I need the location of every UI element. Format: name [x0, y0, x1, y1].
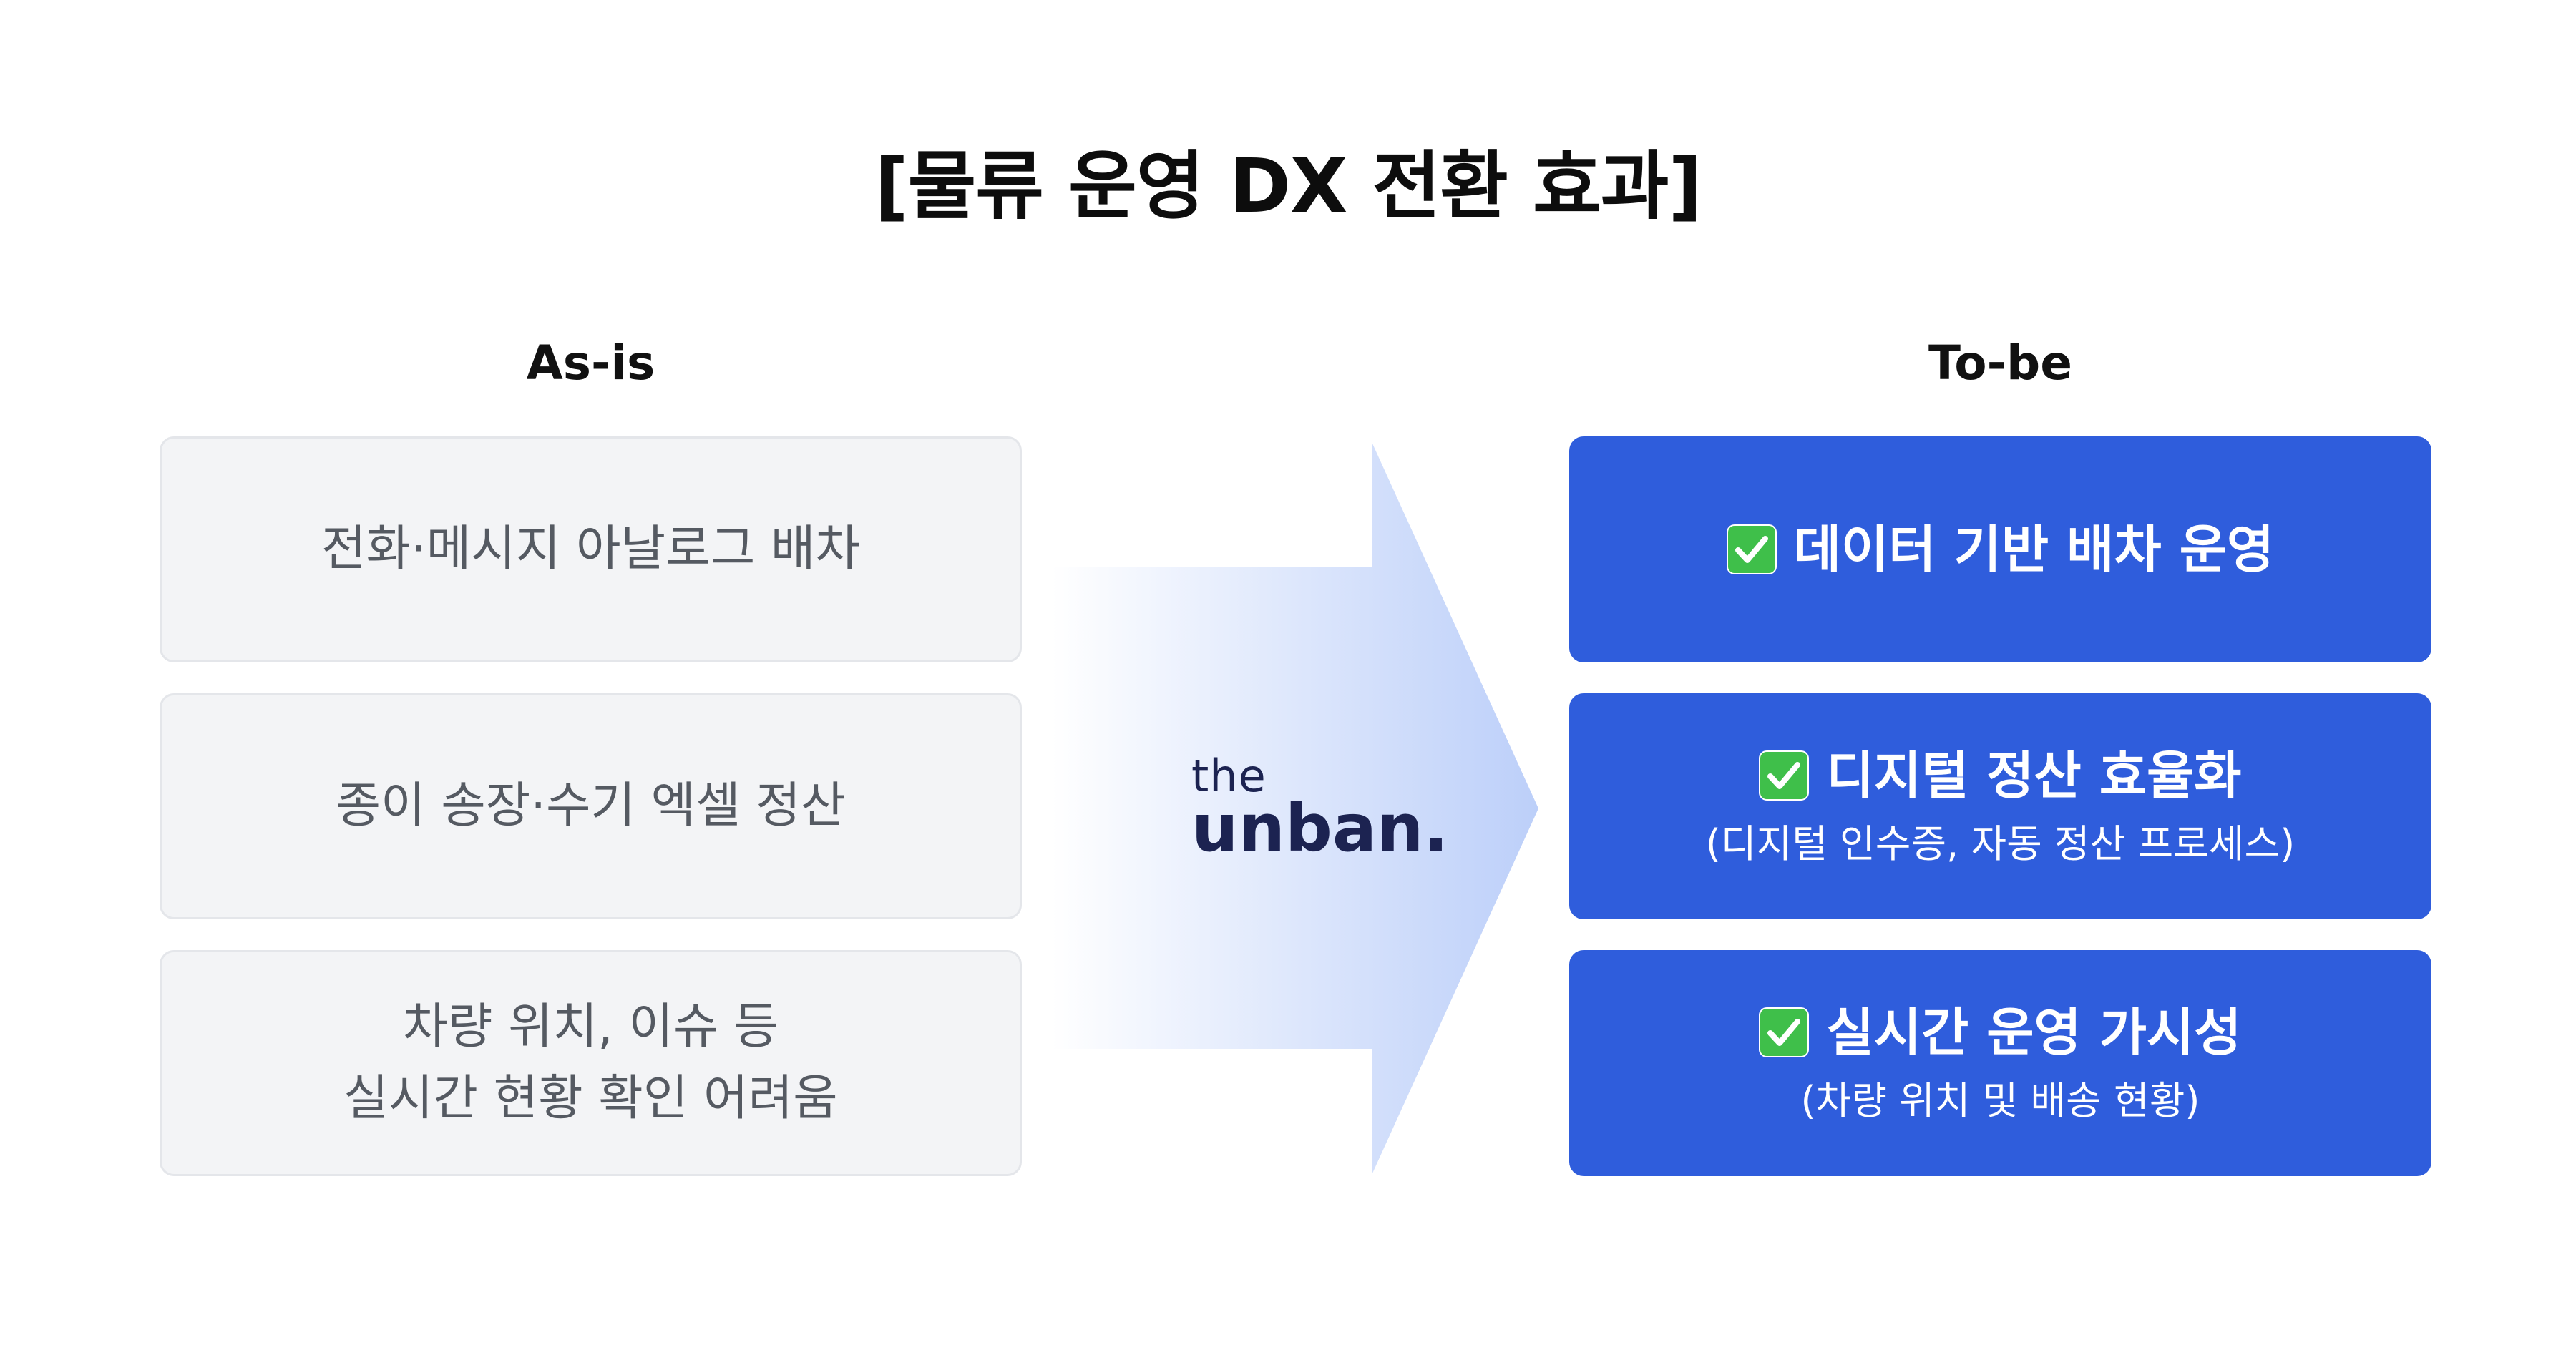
check-mark-button-icon — [1759, 750, 1810, 801]
as-is-card-3-line-2: 실시간 현황 확인 어려움 — [343, 1070, 838, 1127]
as-is-card-2-line-1: 종이 송장·수기 엑셀 정산 — [336, 778, 846, 834]
as-is-card-2: 종이 송장·수기 엑셀 정산 — [160, 693, 1022, 919]
to-be-heading: To-be — [1928, 336, 2072, 391]
to-be-card-2-title: 디지털 정산 효율화 — [1826, 745, 2242, 806]
the-unban-logo: the unban. — [1191, 750, 1448, 866]
to-be-card-2-title-row: 디지털 정산 효율화 — [1759, 740, 2242, 811]
to-be-card-1-title: 데이터 기반 배차 운영 — [1793, 519, 2275, 579]
as-is-card-1-line-1: 전화·메시지 아날로그 배차 — [321, 521, 860, 577]
to-be-card-2-subtitle: (디지털 인수증, 자동 정산 프로세스) — [1705, 821, 2296, 866]
page-title: [물류 운영 DX 전환 효과] — [874, 142, 1702, 230]
to-be-card-3-title-row: 실시간 운영 가시성 — [1759, 997, 2242, 1068]
to-be-card-2: 디지털 정산 효율화 (디지털 인수증, 자동 정산 프로세스) — [1569, 693, 2431, 919]
logo-the-text: the — [1191, 750, 1267, 802]
to-be-card-3-subtitle: (차량 위치 및 배송 현황) — [1800, 1078, 2200, 1123]
to-be-card-3-title: 실시간 운영 가시성 — [1826, 1002, 2242, 1062]
logo-unban-text: unban. — [1191, 790, 1449, 866]
as-is-card-3: 차량 위치, 이슈 등 실시간 현황 확인 어려움 — [160, 950, 1022, 1176]
to-be-card-1: 데이터 기반 배차 운영 — [1569, 436, 2431, 662]
to-be-card-1-title-row: 데이터 기반 배차 운영 — [1726, 514, 2275, 585]
check-mark-button-icon — [1726, 524, 1777, 574]
as-is-card-1: 전화·메시지 아날로그 배차 — [160, 436, 1022, 662]
check-mark-button-icon — [1759, 1007, 1810, 1057]
as-is-card-3-line-1: 차량 위치, 이슈 등 — [403, 999, 779, 1055]
as-is-heading: As-is — [526, 336, 655, 391]
to-be-card-3: 실시간 운영 가시성 (차량 위치 및 배송 현황) — [1569, 950, 2431, 1176]
